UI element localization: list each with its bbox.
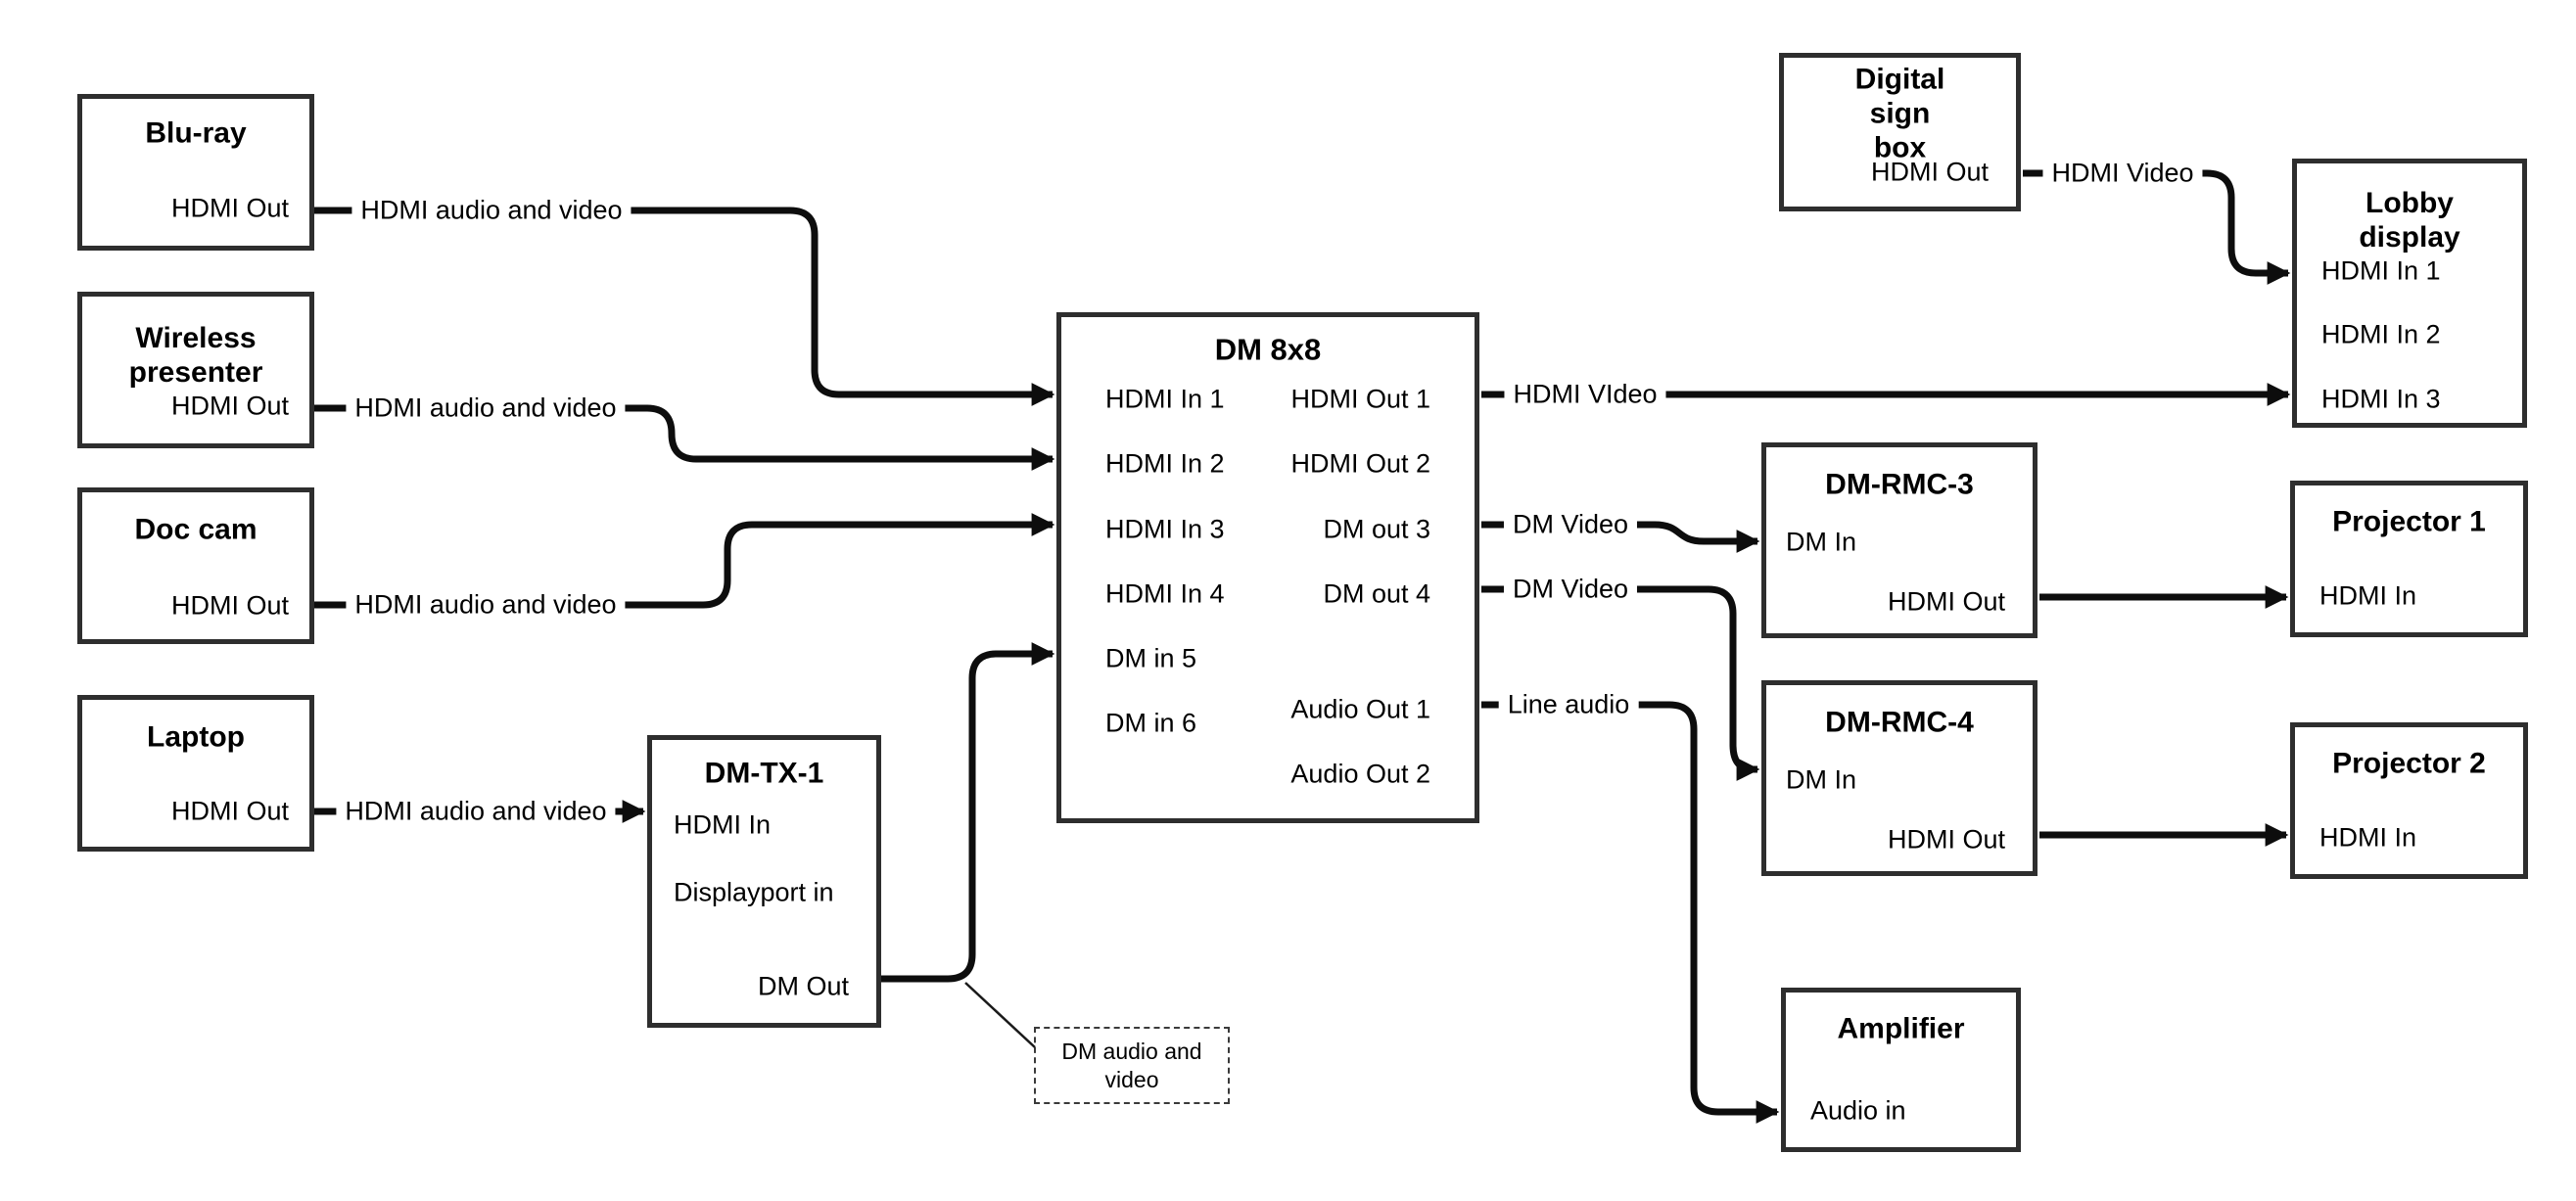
node-dm-rmc-4-title: DM-RMC-4 [1825,706,1974,739]
edge-label-bluray-hdmi-audio-and-video: HDMI audio and video [351,195,632,226]
node-laptop-port-hdmi-out: HDMI Out [170,796,289,826]
node-projector-1: Projector 1 HDMI In [2290,481,2528,637]
edge-dm8x8-dm-out-4-to-dm-rmc-4-dm-in [1481,585,1760,781]
node-dm-tx-1-port-dm-out: DM Out [757,971,849,1001]
node-dm-8x8-port-dm-in-5: DM in 5 [1105,643,1197,673]
node-bluray-port-hdmi-out: HDMI Out [170,193,289,223]
node-projector-2: Projector 2 HDMI In [2290,722,2528,879]
edge-label-wireless-hdmi-audio-and-video: HDMI audio and video [346,393,626,424]
node-projector-2-title: Projector 2 [2332,747,2486,780]
note-callout-line [964,982,1036,1048]
edge-label-dm-video-out-3: DM Video [1503,509,1638,540]
node-amplifier-title: Amplifier [1837,1012,1965,1045]
node-bluray-title: Blu-ray [145,116,247,150]
node-dm-8x8-port-hdmi-in-4: HDMI In 4 [1105,578,1225,609]
edge-dm-tx-1-to-dm8x8-dm-in-5 [881,642,1055,983]
node-dm-tx-1-port-displayport-in: Displayport in [674,877,834,907]
node-laptop: Laptop HDMI Out [77,695,314,852]
node-dm-tx-1: DM-TX-1 HDMI In Displayport in DM Out [647,735,881,1028]
node-dm-8x8-port-hdmi-out-1: HDMI Out 1 [1290,384,1430,414]
edge-label-hdmi-video-out-1: HDMI VIdeo [1504,379,1666,410]
node-dm-8x8-port-audio-out-1: Audio Out 1 [1290,694,1430,724]
node-lobby-display-port-hdmi-in-1: HDMI In 1 [2321,255,2441,286]
node-dm-8x8-port-dm-out-4: DM out 4 [1323,578,1430,609]
node-doc-cam-port-hdmi-out: HDMI Out [170,590,289,621]
node-laptop-title: Laptop [147,720,245,754]
node-lobby-display-port-hdmi-in-2: HDMI In 2 [2321,319,2441,349]
node-dm-rmc-4: DM-RMC-4 DM In HDMI Out [1761,680,2037,876]
node-digital-sign-box-title: Digital sign box [1854,63,1945,164]
node-dm-rmc-3: DM-RMC-3 DM In HDMI Out [1761,442,2037,638]
node-dm-8x8-port-hdmi-in-2: HDMI In 2 [1105,448,1225,479]
note-dm-audio-and-video: DM audio and video [1034,1027,1230,1104]
node-wireless-presenter-title: Wireless presenter [128,322,263,389]
node-digital-sign-box-port-hdmi-out: HDMI Out [1870,157,1989,187]
node-projector-1-port-hdmi-in: HDMI In [2319,580,2417,611]
node-doc-cam-title: Doc cam [134,513,258,546]
node-dm-8x8-port-dm-in-6: DM in 6 [1105,708,1197,738]
node-dm-8x8-title: DM 8x8 [1214,332,1322,367]
edge-dm8x8-audio-out-1-to-amplifier-audio-in [1481,701,1780,1124]
node-dm-rmc-3-title: DM-RMC-3 [1825,468,1974,501]
node-amplifier: Amplifier Audio in [1781,988,2021,1152]
node-dm-8x8-port-dm-out-3: DM out 3 [1323,514,1430,544]
node-dm-rmc-4-port-hdmi-out: HDMI Out [1887,824,2005,855]
node-lobby-display: Lobby display HDMI In 1 HDMI In 2 HDMI I… [2292,159,2527,428]
edge-label-line-audio: Line audio [1498,689,1639,720]
node-amplifier-port-audio-in: Audio in [1810,1095,1906,1126]
node-dm-tx-1-title: DM-TX-1 [704,757,824,790]
node-dm-rmc-4-port-dm-in: DM In [1786,764,1857,795]
node-dm-rmc-3-port-dm-in: DM In [1786,527,1857,557]
note-line-1: DM audio and [1061,1039,1202,1064]
node-digital-sign-box: Digital sign box HDMI Out [1779,53,2021,211]
node-dm-8x8-port-hdmi-in-1: HDMI In 1 [1105,384,1225,414]
node-projector-2-port-hdmi-in: HDMI In [2319,822,2417,853]
edge-label-dm-video-out-4: DM Video [1503,574,1638,605]
node-dm-rmc-3-port-hdmi-out: HDMI Out [1887,586,2005,617]
edge-label-doccam-hdmi-audio-and-video: HDMI audio and video [346,589,626,621]
edge-label-digital-sign-hdmi-video: HDMI Video [2042,158,2203,189]
node-dm-8x8: DM 8x8 HDMI In 1 HDMI In 2 HDMI In 3 HDM… [1056,312,1479,823]
node-dm-tx-1-port-hdmi-in: HDMI In [674,809,772,840]
edge-bluray-to-dm8x8-hdmi-in-1 [314,207,1055,406]
node-bluray: Blu-ray HDMI Out [77,94,314,251]
node-doc-cam: Doc cam HDMI Out [77,487,314,644]
node-dm-8x8-port-audio-out-2: Audio Out 2 [1290,759,1430,789]
node-wireless-presenter: Wireless presenter HDMI Out [77,292,314,448]
note-line-2: video [1104,1067,1159,1092]
edge-label-laptop-hdmi-audio-and-video: HDMI audio and video [336,796,616,827]
node-dm-8x8-port-hdmi-in-3: HDMI In 3 [1105,514,1225,544]
node-lobby-display-port-hdmi-in-3: HDMI In 3 [2321,384,2441,414]
node-projector-1-title: Projector 1 [2332,505,2486,538]
node-lobby-display-title: Lobby display [2359,187,2460,254]
node-dm-8x8-port-hdmi-out-2: HDMI Out 2 [1290,448,1430,479]
node-wireless-presenter-port-hdmi-out: HDMI Out [170,391,289,421]
